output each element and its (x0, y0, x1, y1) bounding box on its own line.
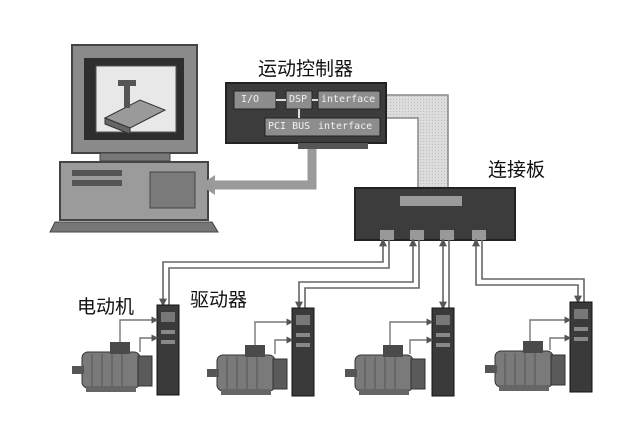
driver-icon (291, 307, 315, 397)
motor-icon (72, 342, 153, 392)
card-io-label: I/O (241, 94, 260, 105)
connection-board (354, 187, 516, 241)
driver-motor-wires (119, 316, 572, 354)
controller-board-cable (383, 94, 449, 201)
motion-controller-label: 运动控制器 (258, 58, 354, 80)
driver-label: 驱动器 (190, 289, 248, 311)
motor-label: 电动机 (77, 296, 135, 318)
card-dsp-label: DSP (289, 94, 308, 105)
driver-icon (569, 301, 593, 393)
driver-icon (431, 307, 455, 397)
card-interface-bottom-label: interface (318, 121, 373, 132)
driver-icon (156, 304, 180, 396)
motor-icon (345, 345, 426, 395)
card-interface-top-label: interface (321, 94, 376, 105)
computer-icon (49, 44, 219, 233)
motor-icon (207, 345, 288, 395)
motor-icon (485, 341, 566, 391)
connection-board-label: 连接板 (488, 159, 546, 181)
card-pci-bus-label: PCI BUS (268, 121, 311, 132)
motion-controller-card (225, 82, 387, 149)
board-driver-wires (159, 238, 585, 310)
